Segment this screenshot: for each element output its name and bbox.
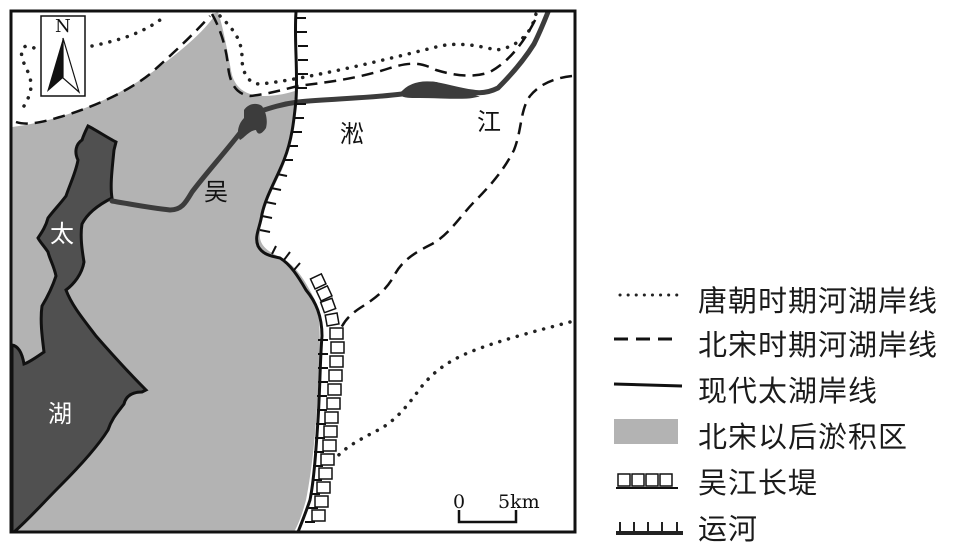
scale-start: 0 (453, 491, 466, 513)
label-wu: 吴 (204, 178, 228, 206)
tai-lake (10, 123, 149, 534)
legend-item-canal: 运河 (612, 504, 972, 546)
legend-label: 唐朝时期河湖岸线 (698, 284, 939, 318)
label-jiang: 江 (477, 108, 501, 136)
legend-label: 现代太湖岸线 (698, 374, 879, 408)
legend-item-sediment-area: 北宋以后淤积区 (612, 412, 972, 454)
map-frame (9, 9, 577, 534)
legend-item-song-shoreline: 北宋时期河湖岸线 (612, 320, 972, 362)
wusong-river (109, 9, 551, 213)
song-shoreline (15, 13, 573, 331)
scale-end: 5km (498, 491, 540, 513)
label-song: 淞 (340, 120, 364, 148)
tang-shoreline (19, 12, 572, 462)
north-arrow-icon (40, 15, 86, 97)
scale-bar (457, 510, 518, 524)
legend-label: 北宋以后淤积区 (698, 420, 909, 454)
label-hu: 湖 (48, 400, 72, 428)
legend-symbols (613, 293, 683, 535)
legend-label: 运河 (698, 512, 759, 546)
wujiang-levee (309, 272, 345, 522)
north-label: N (55, 16, 71, 37)
legend-label: 北宋时期河湖岸线 (698, 328, 939, 362)
label-tai: 太 (50, 220, 74, 248)
legend-item-tang-shoreline: 唐朝时期河湖岸线 (612, 276, 972, 318)
legend-label: 吴江长堤 (698, 466, 819, 500)
legend-item-modern-shoreline: 现代太湖岸线 (612, 366, 972, 408)
legend-item-wujiang-levee: 吴江长堤 (612, 458, 972, 500)
grand-canal (255, 11, 324, 533)
